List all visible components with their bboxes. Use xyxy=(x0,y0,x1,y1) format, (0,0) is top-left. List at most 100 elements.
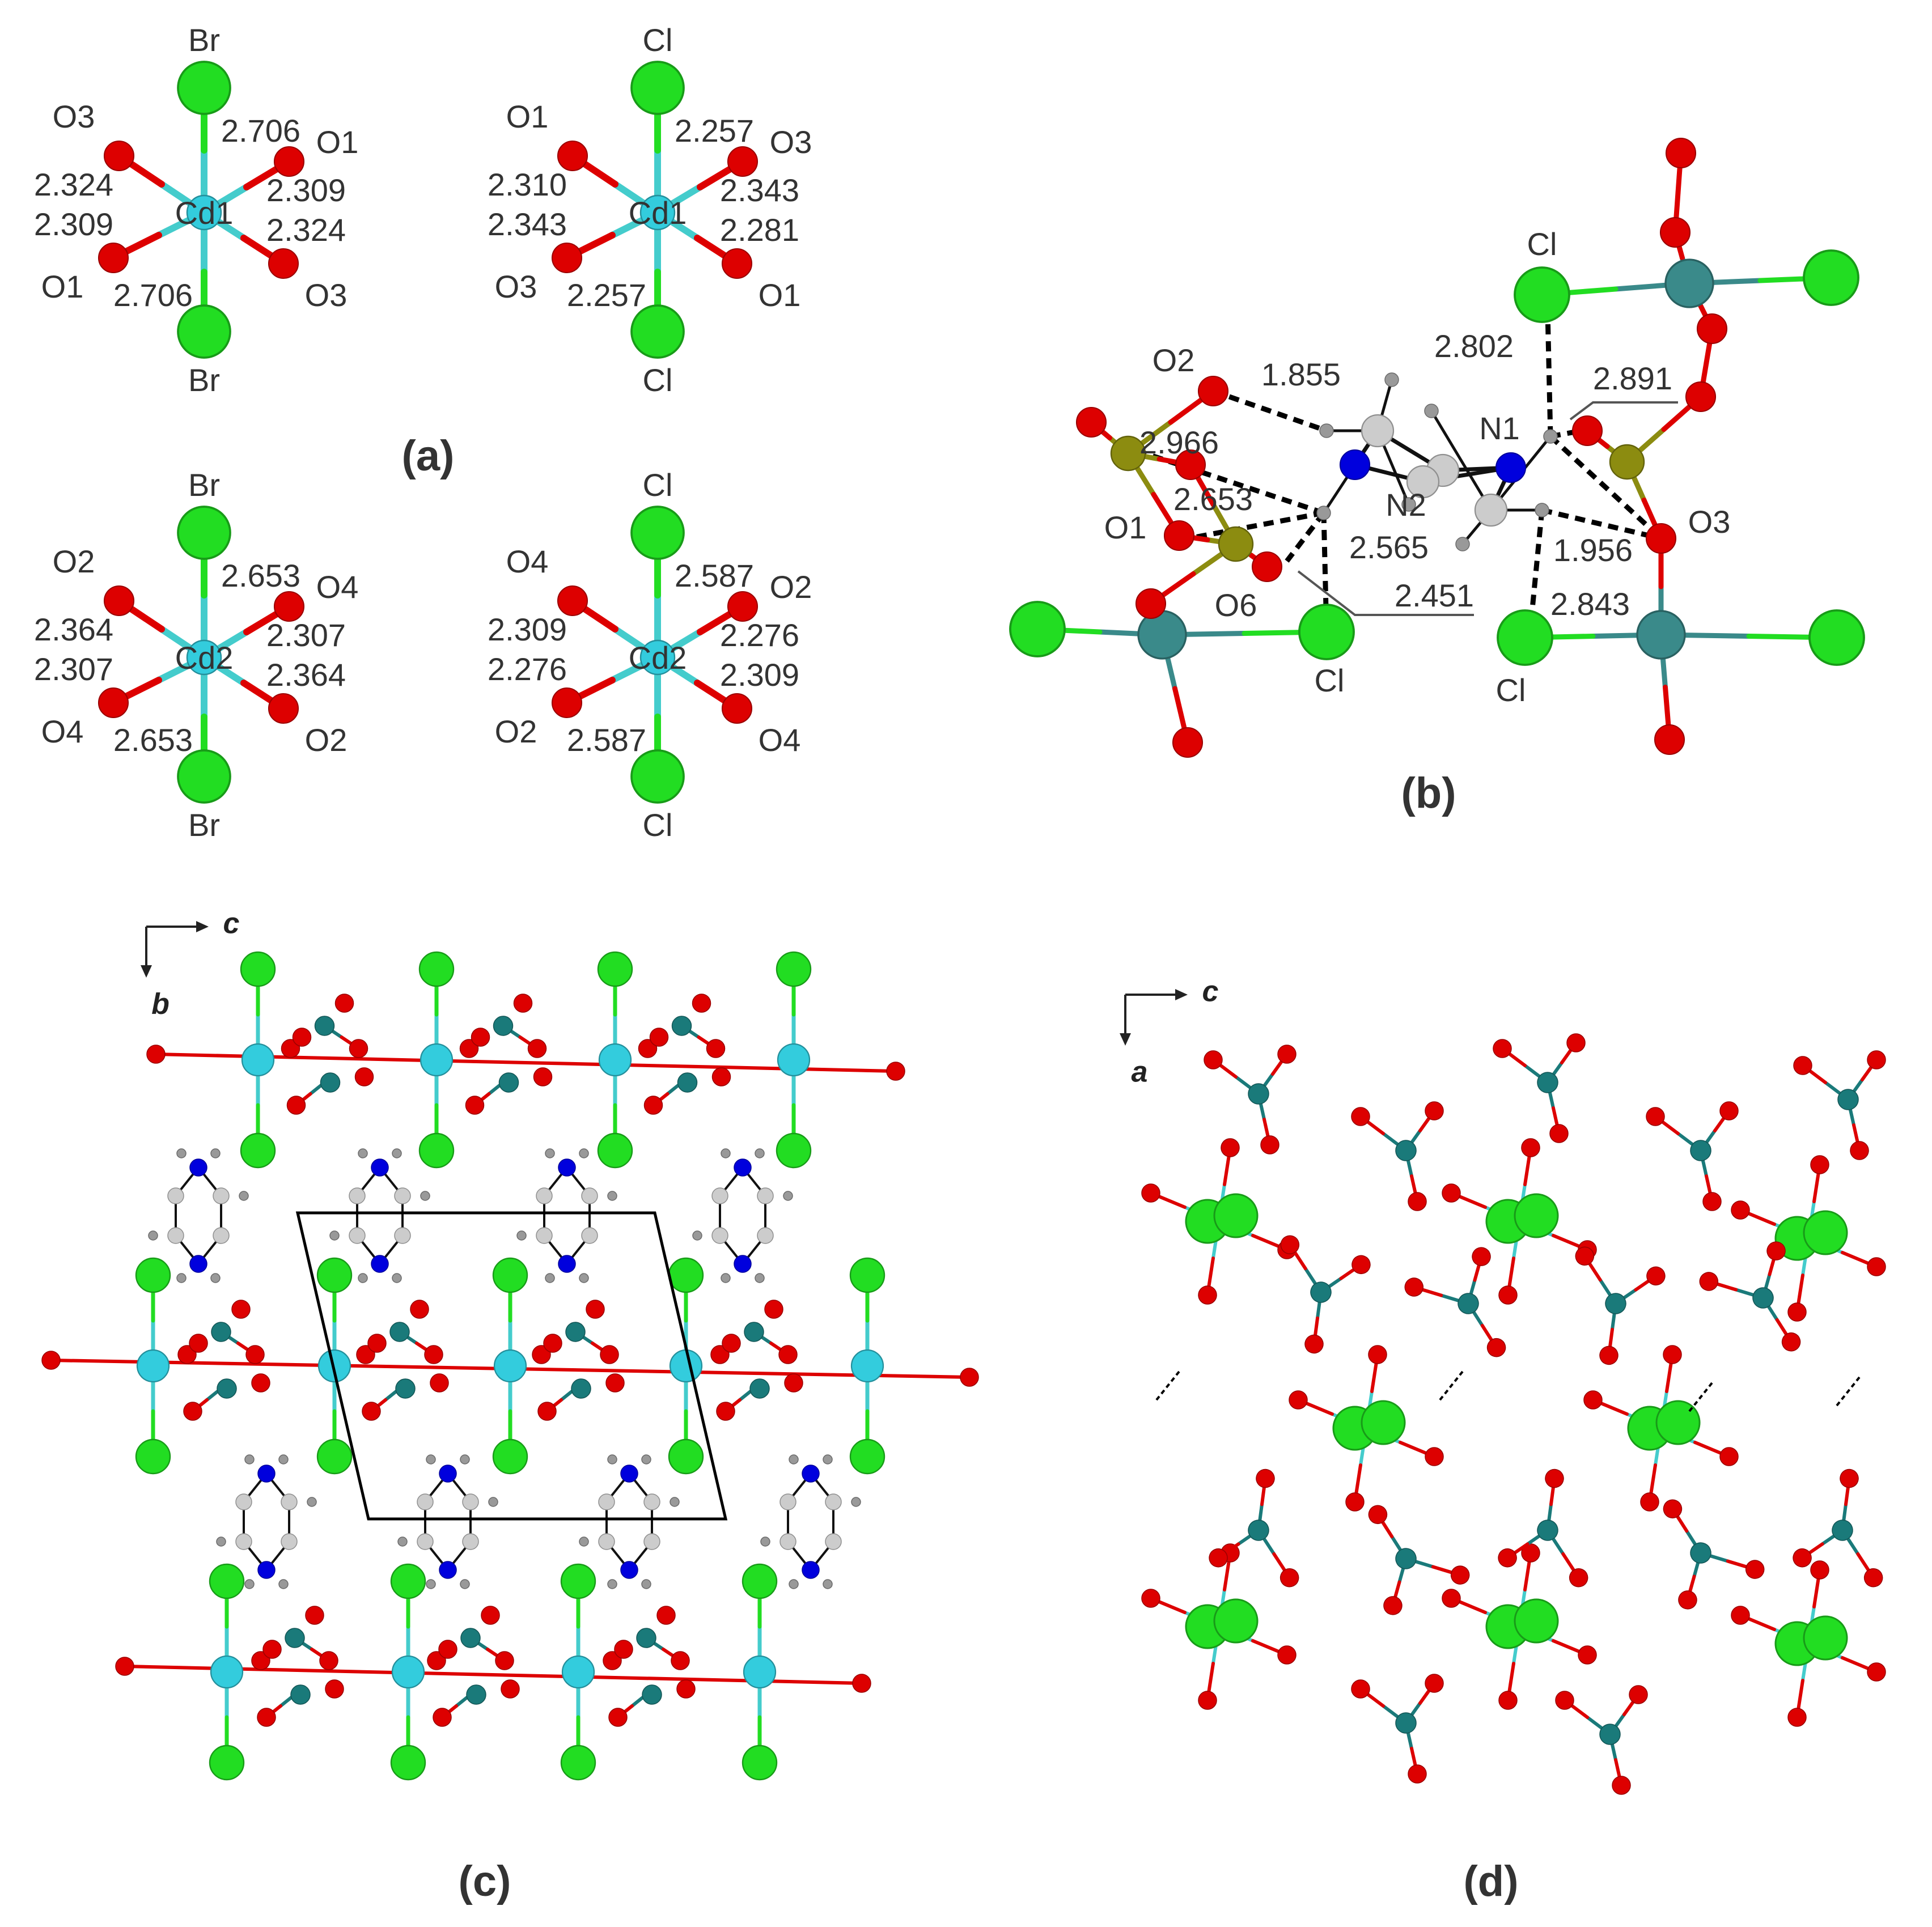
oxygen-atom xyxy=(638,1039,658,1058)
oxygen-atom xyxy=(513,994,533,1013)
carbon-atom xyxy=(1458,1293,1479,1314)
oxygen-label: O4 xyxy=(759,722,801,758)
carbon-atom xyxy=(1832,1519,1853,1541)
cadmium-atom xyxy=(241,1043,275,1077)
hydrogen-atom xyxy=(579,1148,589,1158)
oxygen-atom xyxy=(1678,1590,1697,1610)
carbon-atom xyxy=(285,1628,305,1648)
oxygen-atom xyxy=(251,1651,270,1670)
cadmium-atom xyxy=(1636,610,1686,660)
oxygen-atom xyxy=(1198,1285,1217,1305)
chlorine-atom xyxy=(418,951,455,987)
panel-c-label: (c) xyxy=(459,1857,511,1905)
oxygen-atom xyxy=(1345,1492,1365,1512)
carbon-atom xyxy=(643,1533,660,1550)
oxygen-atom xyxy=(1646,1107,1665,1126)
oxygen-atom xyxy=(481,1606,500,1625)
piperazinium-cation xyxy=(760,1454,861,1589)
oxygen-atom xyxy=(721,693,753,724)
hydrogen-bond xyxy=(1528,510,1545,627)
carbonate-group xyxy=(1351,1674,1444,1784)
oxygen-atom xyxy=(778,1345,798,1364)
nitrogen-atom xyxy=(734,1255,752,1273)
chlorine-atom xyxy=(1808,609,1865,666)
oxygen-atom xyxy=(1408,1192,1427,1211)
axis-arrowhead xyxy=(141,965,152,978)
oxygen-label: O1 xyxy=(316,124,359,160)
oxygen-atom xyxy=(251,1373,270,1393)
oxygen-atom xyxy=(305,1606,324,1625)
oxygen-atom xyxy=(1719,1101,1739,1120)
cadmium-atom xyxy=(186,194,222,231)
oxygen-label: O3 xyxy=(770,124,812,160)
oxygen-atom xyxy=(1566,1033,1586,1052)
carbonate-group xyxy=(1209,1468,1299,1588)
hydrogen-atom xyxy=(278,1579,289,1589)
hydrogen-atom xyxy=(216,1536,226,1547)
nitrogen-atom xyxy=(620,1465,638,1483)
hydrogen-atom xyxy=(460,1454,470,1465)
oxygen-atom xyxy=(1486,1338,1506,1357)
hydrogen-atom xyxy=(1424,404,1439,418)
nitrogen-atom xyxy=(1495,452,1527,483)
oxygen-atom xyxy=(852,1674,871,1693)
carbon-atom xyxy=(211,1322,231,1342)
nitrogen-atom xyxy=(189,1255,207,1273)
carbon-atom xyxy=(779,1533,796,1550)
atom-label-o1: O1 xyxy=(1104,510,1147,545)
oxygen-atom xyxy=(1663,1345,1682,1364)
carbonate-group xyxy=(1699,1241,1801,1352)
nitrogen-atom xyxy=(1339,449,1371,481)
carbon-atom xyxy=(536,1227,553,1244)
top-halide-label: Br xyxy=(188,22,220,58)
hydrogen-atom xyxy=(1543,429,1558,444)
carbonate-group xyxy=(1368,1505,1470,1615)
oxygen-atom xyxy=(1163,520,1195,551)
oxygen-atom xyxy=(1810,1560,1829,1580)
oxygen-label: O3 xyxy=(305,277,348,313)
oxygen-atom xyxy=(1850,1141,1869,1160)
hydrogen-atom xyxy=(823,1454,833,1465)
oxygen-atom xyxy=(1498,1285,1518,1305)
oxygen-atom xyxy=(716,1402,735,1421)
ring xyxy=(787,1471,834,1572)
carbonate-group xyxy=(1498,1468,1588,1588)
oxygen-label: O2 xyxy=(305,722,348,758)
panel-d-packing-ac-plane: ca(d) xyxy=(1120,975,1886,1905)
oxygen-atom xyxy=(325,1679,344,1699)
nitrogen-atom xyxy=(734,1158,752,1177)
carbon-atom xyxy=(395,1378,416,1399)
oxygen-atom xyxy=(501,1679,520,1699)
distance-label: 2.706 xyxy=(113,277,193,313)
oxygen-atom xyxy=(1521,1138,1540,1157)
hydrogen-atom xyxy=(488,1497,498,1507)
hydrogen-bond xyxy=(1545,311,1553,437)
chlorine-atom xyxy=(668,1438,704,1475)
chlorine-atom xyxy=(492,1257,528,1293)
oxygen-atom xyxy=(427,1651,446,1670)
cadmium-atom xyxy=(639,639,676,676)
hydrogen-atom xyxy=(420,1191,430,1201)
bottom-halide-label: Cl xyxy=(643,807,673,843)
oxygen-atom xyxy=(471,1028,490,1047)
oxygen-atom xyxy=(1787,1302,1807,1322)
chlorine-atom xyxy=(1803,1615,1848,1661)
oxygen-atom xyxy=(1571,415,1603,447)
axis-indicator: ca xyxy=(1120,975,1219,1089)
chlorine-atom xyxy=(1009,601,1066,657)
chlorine-atom xyxy=(135,1257,171,1293)
carbon-atom xyxy=(1599,1724,1621,1745)
distance-label: 1.956 xyxy=(1553,532,1633,568)
halide-atom xyxy=(630,61,685,115)
chlorine-atom xyxy=(597,1132,633,1169)
oxygen-atom xyxy=(764,1300,783,1319)
hydrogen-atom xyxy=(244,1579,255,1589)
carbon-atom xyxy=(825,1493,842,1510)
cadmium-atom xyxy=(639,194,676,231)
top-halide-label: Cl xyxy=(643,467,673,503)
oxygen-atom xyxy=(551,242,583,274)
